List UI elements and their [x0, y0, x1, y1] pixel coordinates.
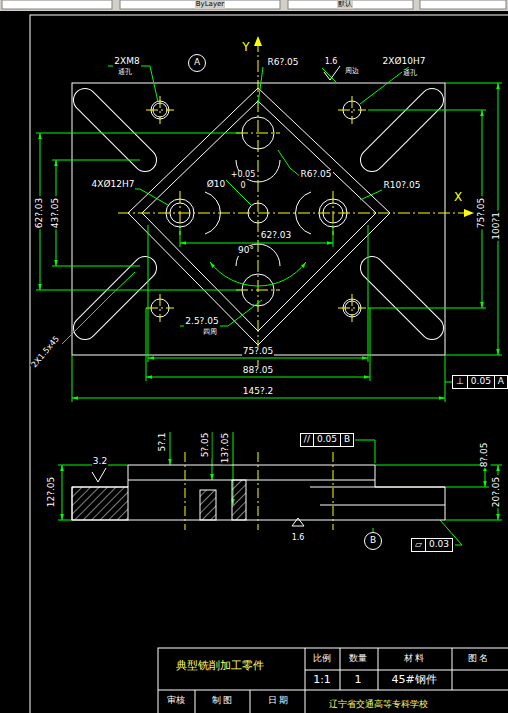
dimension-label: Ø10: [206, 180, 227, 190]
dimension-label: 图 名: [467, 654, 490, 664]
frame-text: ⊥: [453, 376, 467, 388]
frame-text: B: [340, 434, 353, 446]
dimension-label: 100?1: [492, 211, 502, 241]
tolerance-frame: //0.05B: [300, 433, 354, 447]
frame-text: //: [301, 434, 313, 446]
dimension-label: 比例: [312, 654, 332, 664]
dimension-label: R10?.05: [383, 181, 422, 191]
frame-text: 0.03: [425, 539, 452, 551]
dimension-label: 1: [354, 674, 363, 686]
dimension-label: 5?.05: [201, 432, 211, 459]
dimension-label: 通孔: [402, 70, 418, 78]
dimension-label: 2XØ10H7: [382, 57, 427, 67]
dimension-label: 默认: [337, 1, 353, 9]
dimension-label: 5?.1: [158, 431, 168, 452]
dimension-label: X: [453, 191, 463, 204]
frame-text: A: [494, 376, 507, 388]
dimension-label: 90°: [237, 246, 255, 256]
dimension-label: 四周: [202, 329, 218, 337]
dimension-label: 审核: [166, 696, 186, 706]
dimension-label: 13?.05: [221, 432, 231, 465]
dimension-label: 数量: [348, 654, 368, 664]
frame-text: 0.05: [313, 434, 340, 446]
dimension-label: 4XØ12H7: [91, 180, 136, 190]
dimension-label: 典型铣削加工零件: [175, 660, 265, 672]
dimension-label: +0.05: [230, 171, 257, 180]
dimension-label: 20?.05: [492, 476, 502, 509]
dimension-label: 2X1.5x45: [30, 334, 63, 370]
frame-text: 0.05: [467, 376, 494, 388]
datum-circle: A: [188, 54, 206, 72]
dimension-label: 0: [239, 182, 246, 191]
dimension-label: 3.2: [92, 457, 108, 467]
frame-text: B: [367, 535, 379, 547]
dimension-label: 2.5?.05: [184, 317, 219, 327]
tolerance-frame: ▱0.03: [411, 538, 453, 552]
dimension-label: ByLayer: [195, 1, 225, 9]
dimension-label: 1.6: [324, 58, 339, 67]
dimension-label: 75?.05: [477, 197, 487, 230]
dimension-label: 62?.03: [260, 231, 293, 241]
dimension-label: 1:1: [312, 674, 332, 686]
frame-text: A: [191, 57, 203, 69]
dimension-label: 145?.2: [242, 387, 275, 397]
frame-text: ▱: [412, 539, 425, 551]
dimension-label: 45#钢件: [390, 674, 437, 686]
dimension-label: 制 图: [211, 696, 234, 706]
dimension-label: 8?.05: [480, 442, 490, 469]
dimension-label: 62?.03: [35, 197, 45, 230]
dimension-label: 日 期: [267, 696, 290, 706]
tolerance-frame: ⊥0.05A: [452, 375, 508, 389]
dimension-label: 75?.05: [242, 347, 275, 357]
dimension-label: 辽宁省交通高等专科学校: [328, 700, 429, 710]
dimension-label: 12?.05: [47, 476, 57, 509]
dimension-label: R6?.05: [266, 58, 299, 68]
dimension-label: 通孔: [117, 69, 133, 77]
dimension-label: 1.6: [291, 534, 306, 543]
dimension-label: 2XM8: [113, 57, 140, 67]
dimension-label: 88?.05: [242, 366, 275, 376]
dimension-label: Y: [241, 41, 250, 54]
dimension-label: 材 料: [403, 654, 426, 664]
dimension-label: 43?.05: [51, 197, 61, 230]
dimension-label: R6?.05: [299, 170, 332, 180]
dimension-label: 周边: [344, 68, 360, 76]
datum-circle: B: [364, 532, 382, 550]
